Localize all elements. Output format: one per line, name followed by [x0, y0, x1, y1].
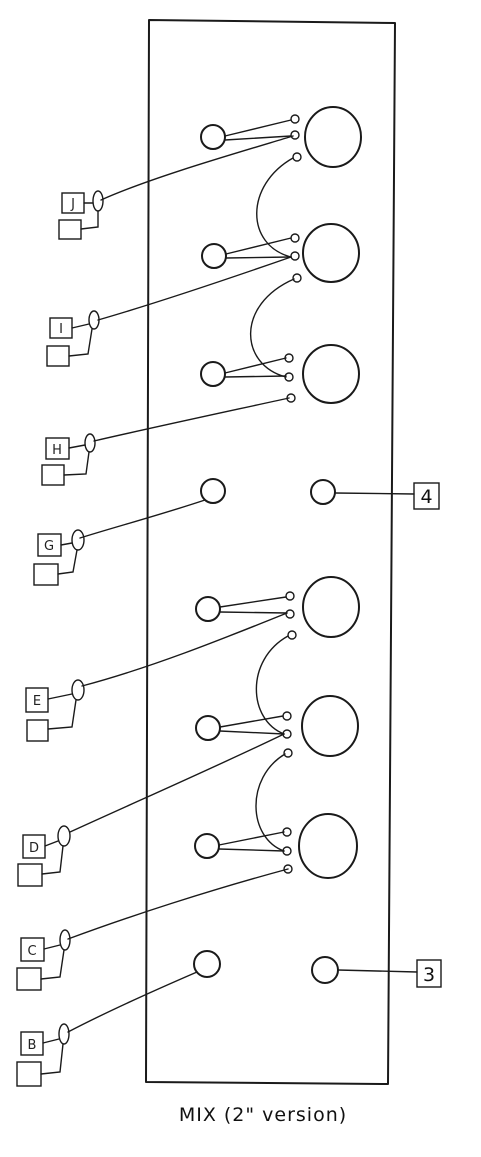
jack-small[interactable] [310, 479, 336, 505]
wire [224, 119, 292, 137]
output-terminal-4: 4 [413, 482, 440, 510]
input-label: G [44, 539, 54, 554]
jack-small[interactable] [200, 361, 226, 387]
jack-small[interactable] [200, 124, 226, 150]
jack-small[interactable] [201, 243, 227, 269]
input-label: B [28, 1038, 37, 1053]
solder-lug [284, 353, 294, 363]
solder-lug [283, 864, 293, 874]
jack-small[interactable] [195, 715, 221, 741]
input-label: J [70, 197, 75, 212]
bus-arc [255, 753, 286, 852]
solder-lug [292, 152, 302, 162]
input-label: H [52, 443, 62, 458]
jack-small[interactable] [311, 956, 339, 984]
wire [100, 135, 294, 201]
bus-arc [255, 635, 289, 735]
input-terminal-g: G [33, 529, 85, 586]
wire [67, 868, 289, 940]
wire [219, 611, 288, 614]
bus-arc [249, 278, 295, 378]
solder-lug [282, 827, 292, 837]
solder-lug [283, 748, 293, 758]
wire [219, 730, 285, 735]
input-label: C [27, 944, 36, 959]
solder-lug [292, 273, 302, 283]
solder-lug [290, 114, 300, 124]
jack-small[interactable] [195, 596, 221, 622]
wire [337, 969, 418, 973]
jack-small[interactable] [193, 950, 221, 978]
wire [218, 831, 285, 846]
output-label: 3 [423, 964, 435, 986]
solder-lug [287, 630, 297, 640]
wire [67, 971, 198, 1033]
knob-large[interactable] [298, 813, 358, 879]
diagram-caption: MIX (2" version) [179, 1104, 347, 1126]
input-terminal-d: D [17, 825, 71, 887]
wire [225, 237, 292, 255]
wire [218, 848, 285, 852]
output-label: 4 [420, 486, 432, 508]
input-terminal-c: C [16, 929, 71, 991]
solder-lug [290, 251, 300, 261]
wire [219, 715, 284, 728]
knob-large[interactable] [302, 576, 360, 638]
wire [224, 135, 292, 141]
bus-arc [256, 157, 294, 258]
input-terminal-i: I [46, 310, 100, 367]
wire [79, 499, 206, 539]
solder-lug [282, 711, 292, 721]
output-terminal-3: 3 [416, 959, 442, 988]
wire [334, 492, 415, 495]
input-terminal-e: E [25, 679, 85, 742]
wire [69, 733, 285, 833]
wire [93, 397, 290, 442]
wire [81, 612, 288, 687]
solder-lug [290, 233, 300, 243]
input-label: E [33, 694, 41, 709]
wire [224, 357, 287, 374]
wire [225, 256, 292, 259]
knob-large[interactable] [304, 106, 362, 168]
input-label: I [59, 322, 63, 337]
solder-lug [285, 609, 295, 619]
input-terminal-b: B [16, 1023, 70, 1087]
input-terminal-j: J [58, 190, 104, 240]
knob-large[interactable] [301, 695, 359, 757]
wire [224, 375, 287, 378]
panel-outline [145, 19, 396, 1085]
knob-large[interactable] [302, 223, 360, 283]
solder-lug [290, 130, 300, 140]
input-label: D [29, 841, 39, 856]
solder-lug [285, 591, 295, 601]
jack-small[interactable] [194, 833, 220, 859]
input-terminal-h: H [41, 433, 96, 486]
wire [219, 596, 287, 608]
jack-small[interactable] [200, 478, 226, 504]
knob-large[interactable] [302, 344, 360, 404]
wire [97, 256, 292, 321]
